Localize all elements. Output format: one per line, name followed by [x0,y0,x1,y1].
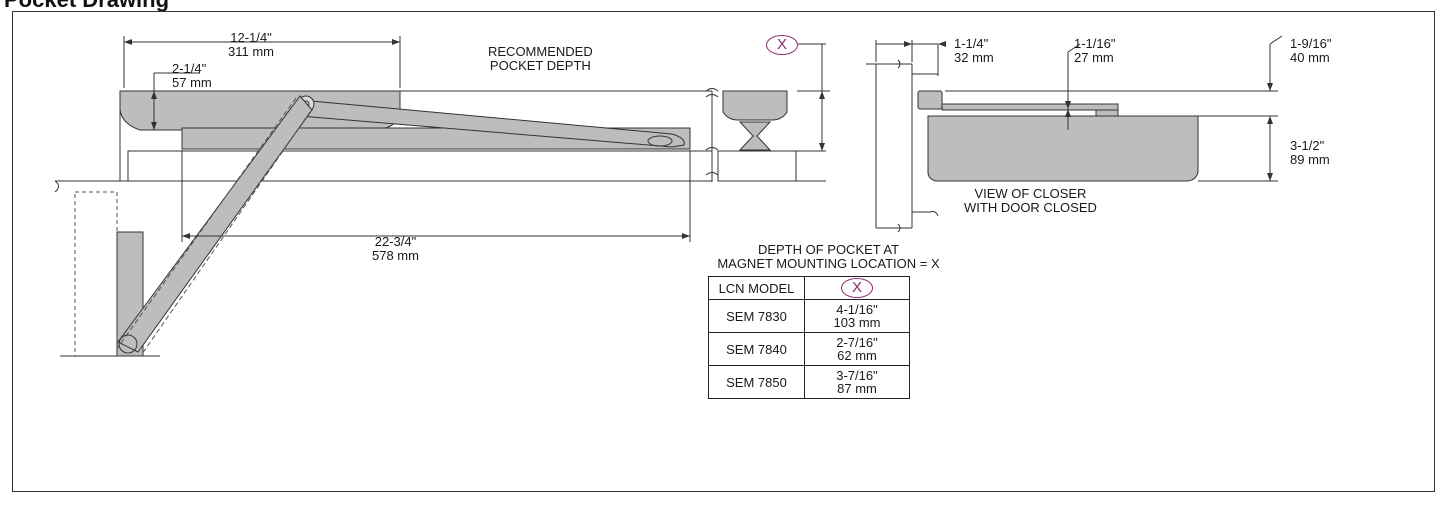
table-row: SEM 7850 3-7/16"87 mm [708,365,910,399]
table-row: SEM 7840 2-7/16"62 mm [708,332,910,366]
dim-top-clearance: 1-9/16"40 mm [1290,36,1332,65]
closer-body-closed [927,115,1199,182]
magnet-holder [722,90,788,121]
magnet-cone [738,121,772,151]
drawing-frame [12,11,1435,492]
dim-body-height: 2-1/4"57 mm [172,61,212,90]
page-title: Pocket Drawing [4,0,169,13]
value-cell: 3-7/16"87 mm [804,365,910,399]
pocket-depth-table: LCN MODEL X SEM 7830 4-1/16"103 mm SEM 7… [708,276,910,399]
header-x-symbol: X [804,276,910,300]
dim-closer-height: 3-1/2"89 mm [1290,138,1330,167]
model-cell: SEM 7830 [708,299,805,333]
dim-arm-length: 12-1/4"311 mm [228,30,274,59]
model-cell: SEM 7840 [708,332,805,366]
shoe-pivot [118,334,138,354]
value-cell: 2-7/16"62 mm [804,332,910,366]
table-row: SEM 7830 4-1/16"103 mm [708,299,910,333]
x-symbol-top: X [766,35,798,55]
value-cell: 4-1/16"103 mm [804,299,910,333]
model-cell: SEM 7850 [708,365,805,399]
dim-arm-offset: 1-1/16"27 mm [1074,36,1116,65]
arm-closed [941,103,1119,111]
header-lcn-model: LCN MODEL [708,276,805,300]
shoe [917,90,943,110]
dim-frame-offset: 1-1/4"32 mm [954,36,994,65]
door-open-outline [74,191,118,357]
table-header-row: LCN MODEL X [708,276,910,300]
forearm [117,95,313,353]
dim-base-length: 22-3/4"578 mm [372,234,419,263]
frame-head [127,150,713,182]
